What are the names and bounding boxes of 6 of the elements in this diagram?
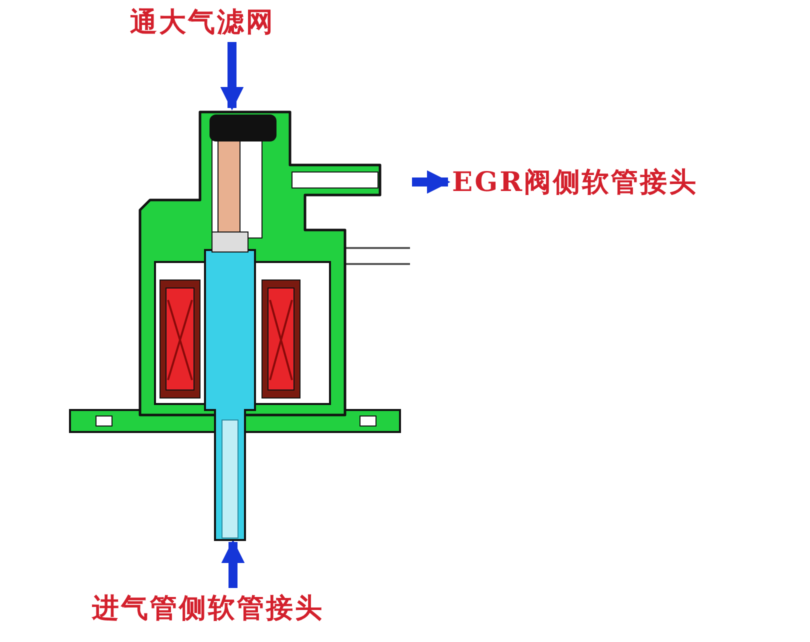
part-label: 进气管侧软管接头 [92, 590, 324, 626]
arrow [220, 42, 244, 110]
arrow [221, 540, 245, 588]
part-label: EGR阀侧软管接头 [452, 164, 698, 200]
arrow [412, 170, 450, 194]
part-label: 通大气滤网 [130, 4, 275, 40]
